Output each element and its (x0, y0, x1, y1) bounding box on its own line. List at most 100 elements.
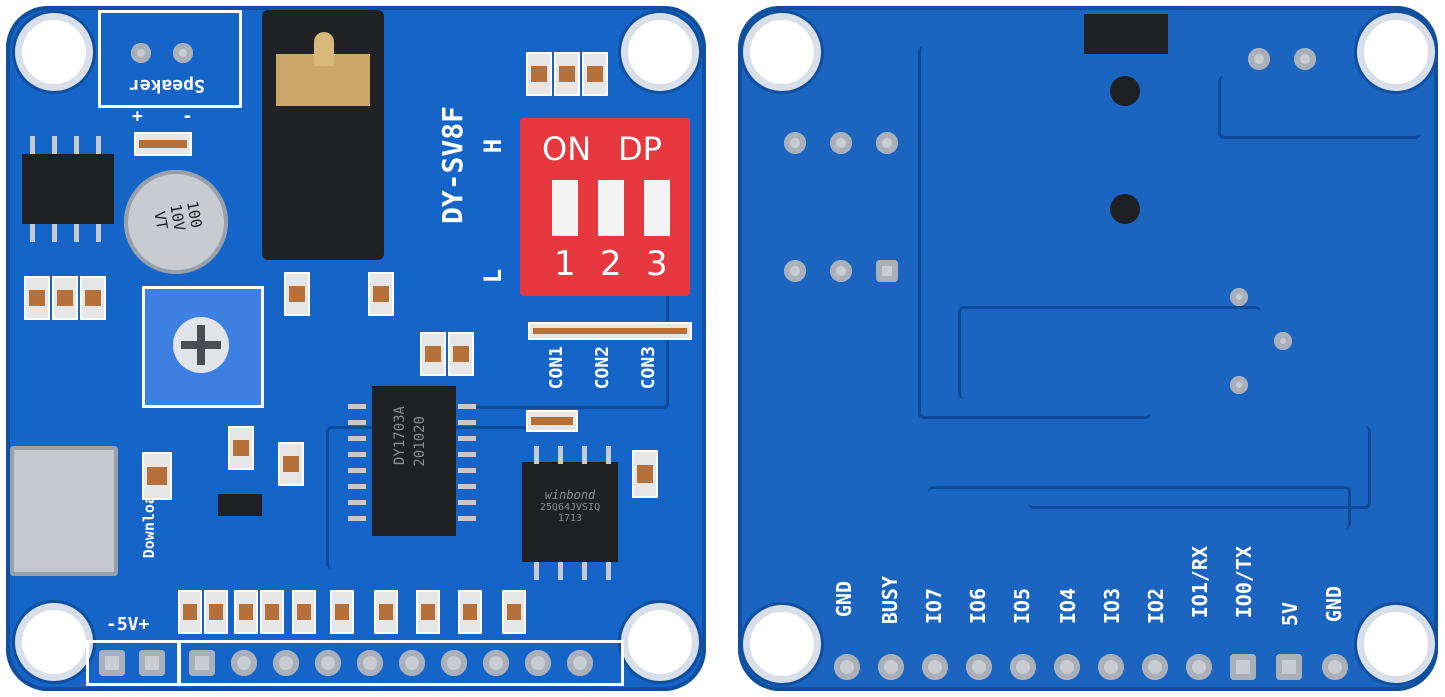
speaker-label: Speaker (129, 75, 205, 96)
smd-resistor (582, 52, 608, 96)
chip-pin (582, 562, 587, 580)
chip-pin (348, 516, 366, 521)
header-pin[interactable] (525, 650, 551, 676)
through-hole-pad (1294, 48, 1316, 70)
knob-slot (181, 341, 221, 349)
speaker-plus-label: + (132, 106, 143, 127)
chip-pin (96, 224, 101, 242)
mount-hole-top-left (22, 20, 86, 84)
trace (1028, 426, 1371, 509)
chip-pin (348, 404, 366, 409)
via-pad (1230, 376, 1248, 394)
chip-pin (458, 420, 476, 425)
smd-resistor (374, 590, 398, 634)
pin-label-busy: BUSY (878, 576, 902, 625)
through-hole-pad (784, 260, 806, 282)
smd-resistor (526, 52, 552, 96)
back-board: GND BUSY IO7 IO6 IO5 IO4 IO3 IO2 IO1/RX … (738, 6, 1438, 691)
flash-chip: winbond 25Q64JVSIQ 1713 (522, 462, 618, 562)
header-pin[interactable] (1054, 654, 1080, 680)
front-board: Speaker + - 100 10V VT DY-SV8F H L ON DP (6, 6, 706, 691)
dip-toggle-2[interactable] (598, 180, 624, 236)
trace (958, 306, 1261, 399)
smd-resistor (24, 276, 50, 320)
header-pin[interactable] (1276, 654, 1302, 680)
dip-number-1: 1 (554, 244, 576, 284)
dip-number-2: 2 (600, 244, 622, 284)
header-pin[interactable] (357, 650, 383, 676)
chip-pin (348, 420, 366, 425)
chip-pin (348, 452, 366, 457)
chip-pin (606, 562, 611, 580)
pin-label-io5: IO5 (1010, 588, 1034, 625)
con2-label: CON2 (592, 346, 613, 390)
header-pin[interactable] (878, 654, 904, 680)
dip-switch: ON DP 1 2 3 (520, 118, 690, 296)
via-pad (1274, 332, 1292, 350)
header-pin[interactable] (139, 650, 165, 676)
via-hole (1110, 76, 1140, 106)
power-label: -5V+ (106, 614, 150, 635)
speaker-pad (173, 43, 193, 63)
header-pin[interactable] (189, 650, 215, 676)
header-pin[interactable] (1186, 654, 1212, 680)
smd-resistor (632, 450, 658, 498)
dip-toggle-1[interactable] (552, 180, 578, 236)
smd-resistor (228, 426, 254, 470)
speaker-minus-label: - (182, 106, 193, 127)
header-pin[interactable] (966, 654, 992, 680)
chip-pin (458, 516, 476, 521)
smd-resistor (502, 590, 526, 634)
usb-connector[interactable] (10, 446, 118, 576)
con3-label: CON3 (638, 346, 659, 390)
header-pin[interactable] (1098, 654, 1124, 680)
pin-label-io3: IO3 (1100, 588, 1124, 625)
mount-hole-bottom-left (22, 610, 86, 674)
header-pin[interactable] (99, 650, 125, 676)
con-jumper-pads (528, 322, 692, 340)
chip-pin (558, 562, 563, 580)
electrolytic-capacitor: 100 10V VT (124, 170, 228, 274)
header-pin[interactable] (1142, 654, 1168, 680)
through-hole-pad (1248, 48, 1270, 70)
chip-pin (74, 136, 79, 154)
speaker-connector: Speaker (98, 10, 242, 108)
header-pin[interactable] (231, 650, 257, 676)
flash-chip-date: 1713 (557, 513, 583, 524)
header-pin[interactable] (483, 650, 509, 676)
header-pin[interactable] (922, 654, 948, 680)
header-pin[interactable] (441, 650, 467, 676)
header-pin[interactable] (834, 654, 860, 680)
chip-pin (606, 446, 611, 464)
chip-pin (458, 484, 476, 489)
smd-resistor (368, 272, 394, 316)
header-pin[interactable] (1230, 654, 1256, 680)
smd-resistor (204, 590, 228, 634)
pin-label-io0-tx: IO0/TX (1232, 546, 1256, 619)
chip-pin (348, 484, 366, 489)
pin-label-gnd: GND (832, 581, 856, 618)
pin-label-io4: IO4 (1056, 588, 1080, 625)
chip-pin (30, 136, 35, 154)
chip-pin (348, 436, 366, 441)
header-pin[interactable] (273, 650, 299, 676)
chip-pin (534, 446, 539, 464)
smd-resistor (330, 590, 354, 634)
chip-pin (348, 500, 366, 505)
header-pin[interactable] (315, 650, 341, 676)
smd-resistor (80, 276, 106, 320)
trace (918, 46, 1151, 419)
chip-pin (96, 136, 101, 154)
dip-toggle-3[interactable] (644, 180, 670, 236)
model-label: DY-SV8F (436, 106, 469, 225)
header-pin[interactable] (1010, 654, 1036, 680)
main-chip: DY1703A 201020 (372, 386, 456, 536)
trace (1218, 76, 1421, 139)
header-pin[interactable] (1322, 654, 1348, 680)
potentiometer-knob (173, 317, 229, 373)
header-pin[interactable] (567, 650, 593, 676)
chip-pin (52, 136, 57, 154)
chip-pin (52, 224, 57, 242)
header-pin[interactable] (399, 650, 425, 676)
chip-pin (558, 446, 563, 464)
